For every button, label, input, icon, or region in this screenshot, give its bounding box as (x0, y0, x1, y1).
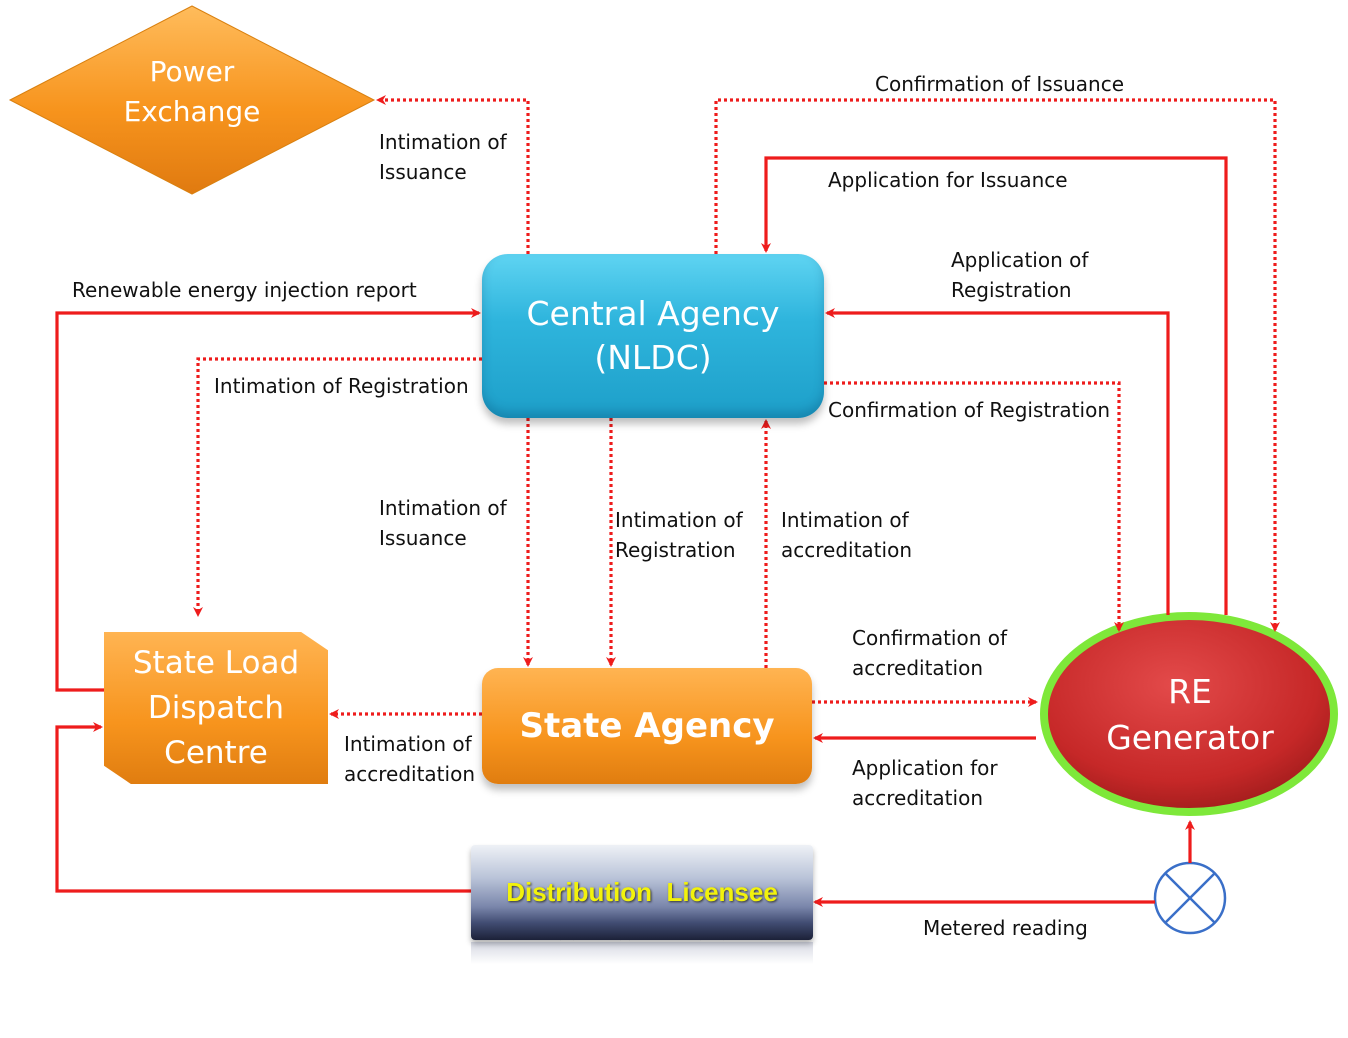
label-intimation-accreditation-sldc: Intimation of accreditation (344, 732, 475, 786)
label-confirmation-registration: Confirmation of Registration (828, 398, 1110, 422)
meter-cross-icon (1153, 861, 1227, 935)
label-confirmation-issuance: Confirmation of Issuance (875, 72, 1125, 96)
arrow-confirmation-issuance (714, 98, 1280, 632)
distribution-licensee-node: Distribution Licensee (471, 845, 813, 940)
label-intimation-registration-state: Intimation of Registration (615, 508, 743, 562)
distribution-licensee-label: Distribution Licensee (506, 877, 778, 907)
state-agency-node: State Agency (482, 668, 812, 784)
re-generator-shape (1040, 612, 1338, 816)
label-confirmation-accreditation: Confirmation of accreditation (852, 626, 1008, 680)
arrow-intimation-registration-sldc (193, 357, 482, 617)
label-application-issuance: Application for Issuance (828, 168, 1068, 192)
arrow-renewable-report (55, 308, 481, 692)
central-agency-node: Central Agency (NLDC) (482, 254, 824, 418)
label-intimation-issuance-state: Intimation of Issuance (379, 496, 507, 550)
arrow-application-registration (825, 308, 1170, 615)
label-renewable-report: Renewable energy injection report (72, 278, 417, 302)
arrow-application-issuance (761, 156, 1228, 615)
label-intimation-registration-sldc: Intimation of Registration (214, 374, 469, 398)
sldc-node: State Load Dispatch Centre (104, 632, 328, 784)
label-application-registration: Application of Registration (951, 248, 1089, 302)
re-generator-node: RE Generator (1106, 672, 1274, 757)
power-exchange-shape (8, 5, 376, 195)
arrow-distribution-to-sldc (55, 722, 471, 893)
power-exchange-node: Power Exchange (123, 55, 261, 128)
distribution-reflection (471, 942, 813, 964)
label-application-accreditation: Application for accreditation (852, 756, 998, 810)
arrow-confirmation-registration (824, 381, 1124, 632)
label-intimation-issuance-px: Intimation of Issuance (379, 130, 507, 184)
label-metered-reading: Metered reading (923, 916, 1088, 940)
label-intimation-accreditation-central: Intimation of accreditation (781, 508, 912, 562)
arrow-intimation-issuance-px (376, 95, 530, 254)
